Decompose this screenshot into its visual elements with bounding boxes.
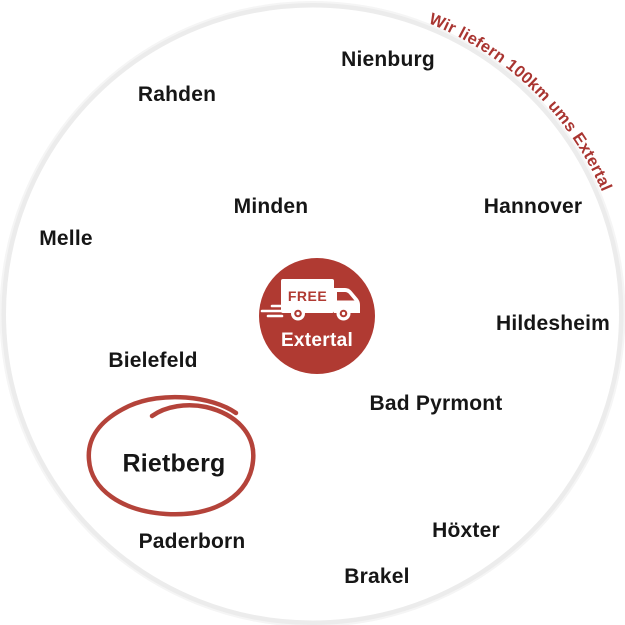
truck-cargo-box bbox=[281, 279, 334, 313]
truck-wheel-right bbox=[336, 306, 351, 321]
delivery-truck-icon: FREE bbox=[260, 279, 360, 321]
city-label-melle: Melle bbox=[39, 227, 93, 250]
city-label-hildesheim: Hildesheim bbox=[495, 312, 611, 335]
city-label-hoexter: Höxter bbox=[432, 519, 500, 542]
city-label-hannover: Hannover bbox=[483, 195, 583, 218]
truck-wheel-left bbox=[291, 306, 305, 321]
badge-city-label: Extertal bbox=[281, 330, 353, 351]
city-label-rietberg: Rietberg bbox=[122, 449, 226, 478]
city-label-paderborn: Paderborn bbox=[138, 530, 246, 553]
city-label-bielefeld: Bielefeld bbox=[108, 349, 198, 372]
extertal-badge: FREE Extertal bbox=[259, 258, 375, 374]
city-label-minden: Minden bbox=[233, 195, 309, 218]
rietberg-highlight-circle bbox=[86, 394, 256, 517]
city-label-rahden: Rahden bbox=[137, 83, 217, 106]
city-label-nienburg: Nienburg bbox=[341, 48, 435, 71]
city-label-bad-pyrmont: Bad Pyrmont bbox=[369, 392, 503, 415]
truck-window bbox=[337, 292, 355, 301]
city-label-brakel: Brakel bbox=[344, 565, 410, 588]
free-label: FREE bbox=[288, 288, 327, 304]
